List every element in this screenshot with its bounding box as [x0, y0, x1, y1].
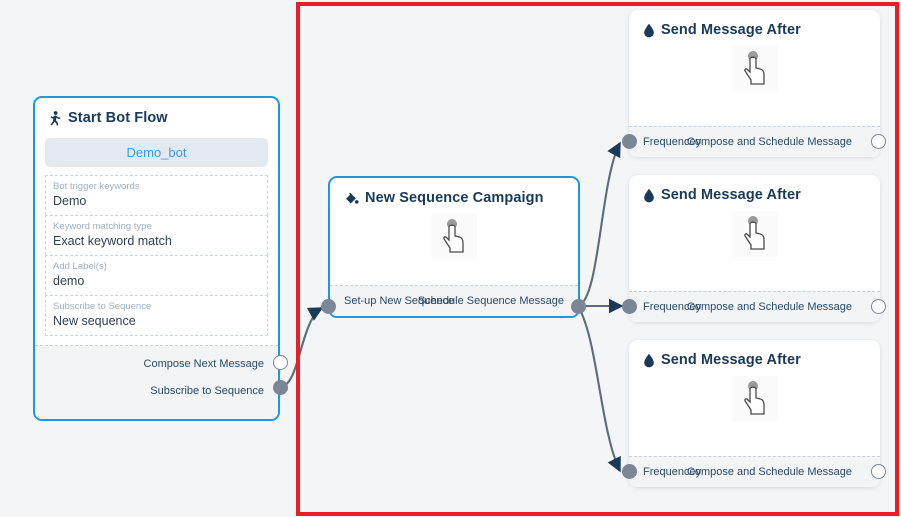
- field-label: Keyword matching type: [53, 221, 152, 232]
- paint-bucket-icon: [344, 191, 359, 206]
- node-send-message-after-2[interactable]: Send Message After Frequencey Compose an…: [629, 175, 880, 322]
- node-ports-strip: Frequencey Compose and Schedule Message: [629, 456, 880, 487]
- field-keyword-matching-type[interactable]: Keyword matching type Exact keyword matc…: [45, 215, 268, 255]
- port-dot-setup-new-sequence[interactable]: [321, 299, 336, 314]
- port-frequencey[interactable]: Frequencey: [643, 301, 701, 313]
- port-dot-frequencey-2[interactable]: [622, 299, 637, 314]
- node-send-message-after-3[interactable]: Send Message After Frequencey Compose an…: [629, 340, 880, 487]
- port-dot-compose-and-schedule-message-3[interactable]: [871, 464, 886, 479]
- port-dot-subscribe-to-sequence[interactable]: [273, 380, 288, 395]
- node-ports-strip: Frequencey Compose and Schedule Message: [629, 291, 880, 322]
- port-label: Compose and Schedule Message: [686, 301, 852, 313]
- node-new-sequence-campaign[interactable]: New Sequence Campaign Set-up New Sequenc…: [328, 176, 580, 318]
- port-label: Compose and Schedule Message: [686, 466, 852, 478]
- pointing-hand-cursor: [731, 46, 778, 92]
- port-schedule-sequence-message[interactable]: Schedule Sequence Message: [418, 295, 564, 307]
- node-header: New Sequence Campaign: [330, 178, 578, 208]
- node-start-bot-flow[interactable]: Start Bot Flow Demo_bot Bot trigger keyw…: [33, 96, 280, 421]
- port-subscribe-to-sequence[interactable]: Subscribe to Sequence: [150, 385, 264, 397]
- node-header: Send Message After: [629, 340, 880, 370]
- field-add-labels[interactable]: Add Label(s) demo: [45, 255, 268, 295]
- pointing-hand-cursor: [431, 214, 477, 260]
- bot-name-pill[interactable]: Demo_bot: [45, 138, 268, 167]
- field-value: demo: [53, 274, 85, 288]
- field-label: Add Label(s): [53, 261, 107, 272]
- port-frequencey[interactable]: Frequencey: [643, 466, 701, 478]
- port-dot-compose-next-message[interactable]: [273, 355, 288, 370]
- edge-sequence-to-card-1: [577, 141, 621, 308]
- field-label: Bot trigger keywords: [53, 181, 140, 192]
- field-value: New sequence: [53, 314, 136, 328]
- node-header: Send Message After: [629, 175, 880, 205]
- node-title: Send Message After: [661, 352, 801, 368]
- node-ports-strip: Set-up New Sequence Schedule Sequence Me…: [330, 285, 578, 316]
- port-label: Set-up New Sequence: [344, 295, 455, 307]
- port-label: Subscribe to Sequence: [150, 385, 264, 397]
- node-title: Send Message After: [661, 22, 801, 38]
- node-title: Send Message After: [661, 187, 801, 203]
- port-frequencey[interactable]: Frequencey: [643, 136, 701, 148]
- port-setup-new-sequence[interactable]: Set-up New Sequence: [344, 295, 454, 307]
- port-dot-compose-and-schedule-message-1[interactable]: [871, 134, 886, 149]
- pointing-hand-cursor: [731, 211, 778, 257]
- droplet-icon: [643, 188, 655, 203]
- port-compose-and-schedule-message[interactable]: Compose and Schedule Message: [687, 136, 852, 148]
- node-header: Send Message After: [629, 10, 880, 40]
- port-compose-and-schedule-message[interactable]: Compose and Schedule Message: [687, 301, 852, 313]
- port-label: Frequencey: [643, 136, 702, 148]
- node-title: New Sequence Campaign: [365, 190, 544, 206]
- port-label: Compose Next Message: [143, 358, 264, 370]
- port-compose-and-schedule-message[interactable]: Compose and Schedule Message: [687, 466, 852, 478]
- field-value: Demo: [53, 194, 87, 208]
- node-title: Start Bot Flow: [68, 110, 168, 126]
- edge-sequence-to-card-3: [577, 305, 621, 473]
- port-dot-frequencey-3[interactable]: [622, 464, 637, 479]
- port-compose-next-message[interactable]: Compose Next Message: [144, 358, 264, 370]
- port-dot-schedule-sequence-message[interactable]: [571, 299, 586, 314]
- port-label: Frequencey: [643, 466, 702, 478]
- walking-person-icon: [49, 110, 62, 126]
- port-label: Frequencey: [643, 301, 702, 313]
- field-label: Subscribe to Sequence: [53, 301, 152, 312]
- edge-subscribe-to-sequence: [279, 307, 324, 389]
- port-dot-frequencey-1[interactable]: [622, 134, 637, 149]
- droplet-icon: [643, 23, 655, 38]
- field-subscribe-to-sequence[interactable]: Subscribe to Sequence New sequence: [45, 295, 268, 336]
- port-label: Compose and Schedule Message: [686, 136, 852, 148]
- node-ports-strip: Compose Next Message Subscribe to Sequen…: [35, 345, 278, 419]
- field-bot-trigger-keywords[interactable]: Bot trigger keywords Demo: [45, 175, 268, 215]
- node-ports-strip: Frequencey Compose and Schedule Message: [629, 126, 880, 157]
- port-dot-compose-and-schedule-message-2[interactable]: [871, 299, 886, 314]
- port-label: Schedule Sequence Message: [417, 295, 564, 307]
- pointing-hand-cursor: [731, 376, 778, 422]
- node-header: Start Bot Flow: [35, 98, 278, 128]
- field-value: Exact keyword match: [53, 234, 172, 248]
- node-send-message-after-1[interactable]: Send Message After Frequencey Compose an…: [629, 10, 880, 157]
- droplet-icon: [643, 353, 655, 368]
- field-list: Bot trigger keywords Demo Keyword matchi…: [45, 175, 268, 336]
